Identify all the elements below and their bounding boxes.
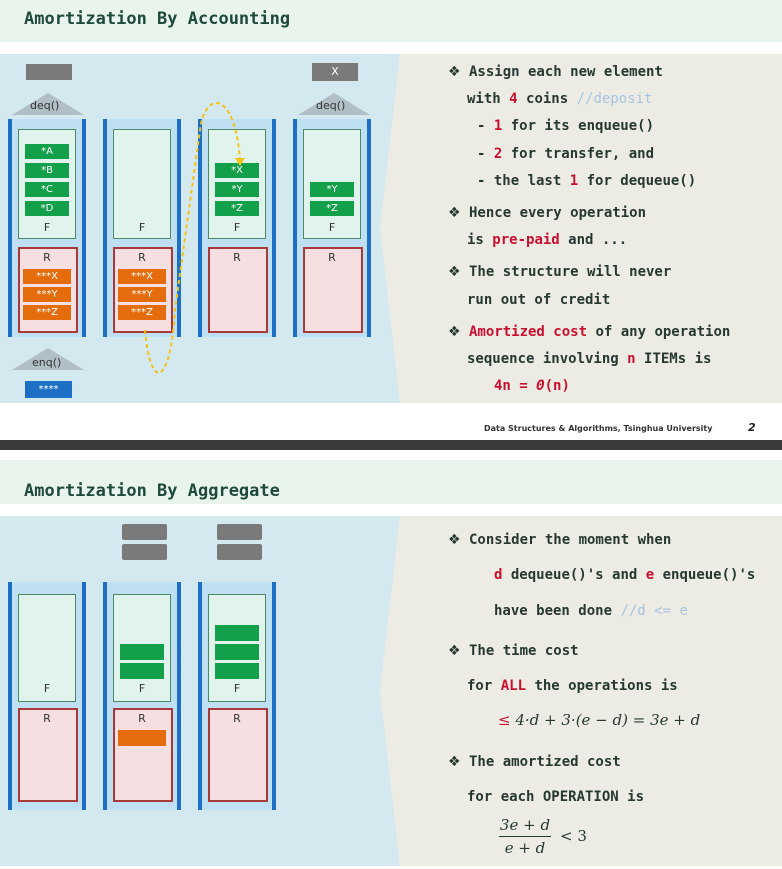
stack-item: *D [25,201,69,216]
bullet-line: ❖ Hence every operation [448,205,647,221]
popped-x: X [312,63,358,81]
bullet-line: sequence involving n ITEMs is [467,351,712,367]
f-label: F [233,682,241,695]
stack-item: *C [25,182,69,197]
stack-item [215,663,259,679]
f-label: F [138,682,146,695]
panel-notch [380,516,410,866]
f-label: F [233,221,241,234]
queue-col-2: F R ***X ***Y ***Z [103,119,181,337]
bullet-line: ❖ Consider the moment when [448,532,672,548]
bullet-line: ❖ Assign each new element [448,64,663,80]
bullet-line: with 4 coins //deposit [467,91,653,107]
bullet-line: - the last 1 for dequeue() [477,173,697,189]
title-bar: Amortization By Accounting [0,0,782,42]
stack-item [215,644,259,660]
bullet-line: - 2 for transfer, and [477,146,655,162]
stack-item: *Y [310,182,354,197]
fraction-bound: < 3 [560,827,587,845]
stack-item [215,625,259,641]
diamond-bullet-icon: ❖ [448,532,461,548]
bullet-line: ❖ The amortized cost [448,754,621,770]
title-bar: Amortization By Aggregate [0,460,782,504]
panel-notch [380,54,410,403]
stack-item [120,644,164,660]
fraction-bar [499,836,551,837]
stack-item: *B [25,163,69,178]
bullet-line: for ALL the operations is [467,678,678,694]
bullet-line: run out of credit [467,292,611,308]
queue-col-1: *A *B *C *D F R ***X ***Y ***Z [8,119,86,337]
fraction-denominator: e + d [504,839,546,857]
stack-item: *X [215,163,259,178]
queue-col-3: F R [198,582,276,810]
time-cost-formula: ≤ 4·d + 3·(e − d) = 3e + d [498,711,701,729]
f-label: F [328,221,336,234]
stack-item: ***Z [118,305,166,320]
queue-col-2: F R [103,582,181,810]
enq-label: enq() [32,356,62,369]
bullet-line: have been done //d <= e [494,603,688,619]
slide-separator [0,440,782,450]
stack-item: ***Z [23,305,71,320]
stack-item: *A [25,144,69,159]
text-panel [400,54,782,403]
r-label: R [138,712,146,725]
text-panel [400,516,782,866]
footer-text: Data Structures & Algorithms, Tsinghua U… [484,424,713,433]
bullet-line: d dequeue()'s and e enqueue()'s [494,567,756,583]
stack-item: *Z [310,201,354,216]
r-label: R [43,712,51,725]
r-label: R [43,251,51,264]
stack-item: *Y [215,182,259,197]
stack-item [120,663,164,679]
r-label: R [138,251,146,264]
popped-slot [122,544,167,560]
slide-title: Amortization By Accounting [24,9,291,29]
queue-col-3: *X *Y *Z F R [198,119,276,337]
bullet-line: ❖ Amortized cost of any operation [448,324,731,340]
bullet-line: ❖ The time cost [448,643,579,659]
stack-item: ***Y [23,287,71,302]
transfer-arrow [144,102,245,374]
stack-item: ***Y [118,287,166,302]
popped-slot [217,544,262,560]
stack-item: *Z [215,201,259,216]
slide-aggregate: Amortization By Aggregate F R F R [0,450,782,869]
bullet-line: - 1 for its enqueue() [477,118,655,134]
stack-item: ***X [23,269,71,284]
deq-label-left: deq() [30,99,60,112]
popped-slot [26,64,72,80]
r-label: R [328,251,336,264]
diamond-bullet-icon: ❖ [448,64,461,80]
diamond-bullet-icon: ❖ [448,643,461,659]
bullet-line: for each OPERATION is [467,789,645,805]
fraction-numerator: 3e + d [499,816,551,834]
popped-slot [217,524,262,540]
diamond-bullet-icon: ❖ [448,264,461,280]
stack-item [118,730,166,746]
queue-col-1: F R [8,582,86,810]
f-label: F [43,682,51,695]
f-label: F [43,221,51,234]
footer [0,403,782,440]
bullet-line: ❖ The structure will never [448,264,672,280]
page-number: 2 [748,421,756,434]
slide-accounting: Amortization By Accounting X deq() deq()… [0,0,782,440]
stack-item: ***X [118,269,166,284]
diamond-bullet-icon: ❖ [448,205,461,221]
r-label: R [233,251,241,264]
f-label: F [138,221,146,234]
diamond-bullet-icon: ❖ [448,324,461,340]
deq-label-right: deq() [316,99,346,112]
bullet-line: is pre-paid and ... [467,232,628,248]
queue-col-4: *Y *Z F R [293,119,371,337]
enq-item: **** [25,381,72,398]
diamond-bullet-icon: ❖ [448,754,461,770]
bullet-line: 4n = Θ(n) [494,378,570,394]
slide-title: Amortization By Aggregate [24,481,280,501]
r-label: R [233,712,241,725]
popped-slot [122,524,167,540]
